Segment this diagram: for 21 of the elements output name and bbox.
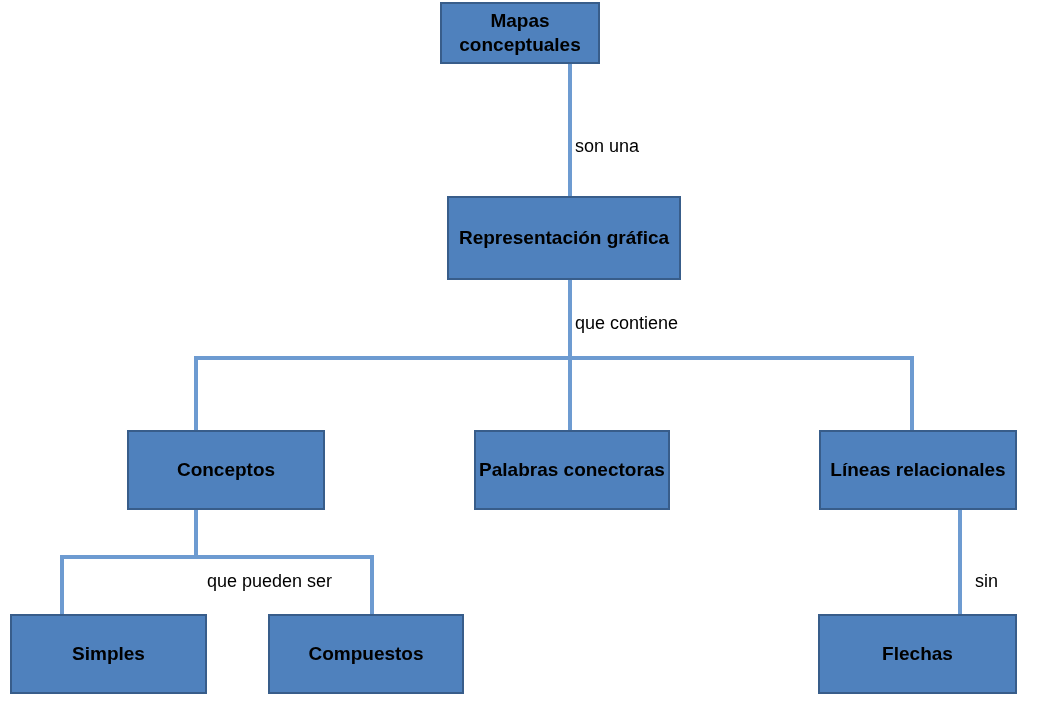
connector-line: [568, 64, 572, 196]
concept-box: [440, 2, 600, 64]
connector-line: [958, 510, 962, 614]
concept-box: [818, 614, 1017, 694]
concept-text: Flechas: [882, 642, 953, 666]
concept-box: [268, 614, 464, 694]
edge-label: que pueden ser: [205, 571, 335, 592]
concept-text: Simples: [72, 642, 145, 666]
concept-box: [819, 430, 1017, 510]
connector-line: [568, 280, 914, 430]
concept-box: [447, 196, 681, 280]
concept-text: Palabras conectoras: [479, 458, 665, 482]
concept-box: [474, 430, 670, 510]
concept-box: [127, 430, 325, 510]
concept-text: Mapas conceptuales: [458, 9, 582, 57]
concept-text: Líneas relacionales: [830, 458, 1006, 482]
concept-text: Compuestos: [308, 642, 424, 666]
concept-box: [10, 614, 207, 694]
concept-text: Representación gráfica: [458, 226, 670, 250]
concept-text: Conceptos: [176, 458, 276, 482]
edge-label: que contiene: [573, 313, 681, 334]
